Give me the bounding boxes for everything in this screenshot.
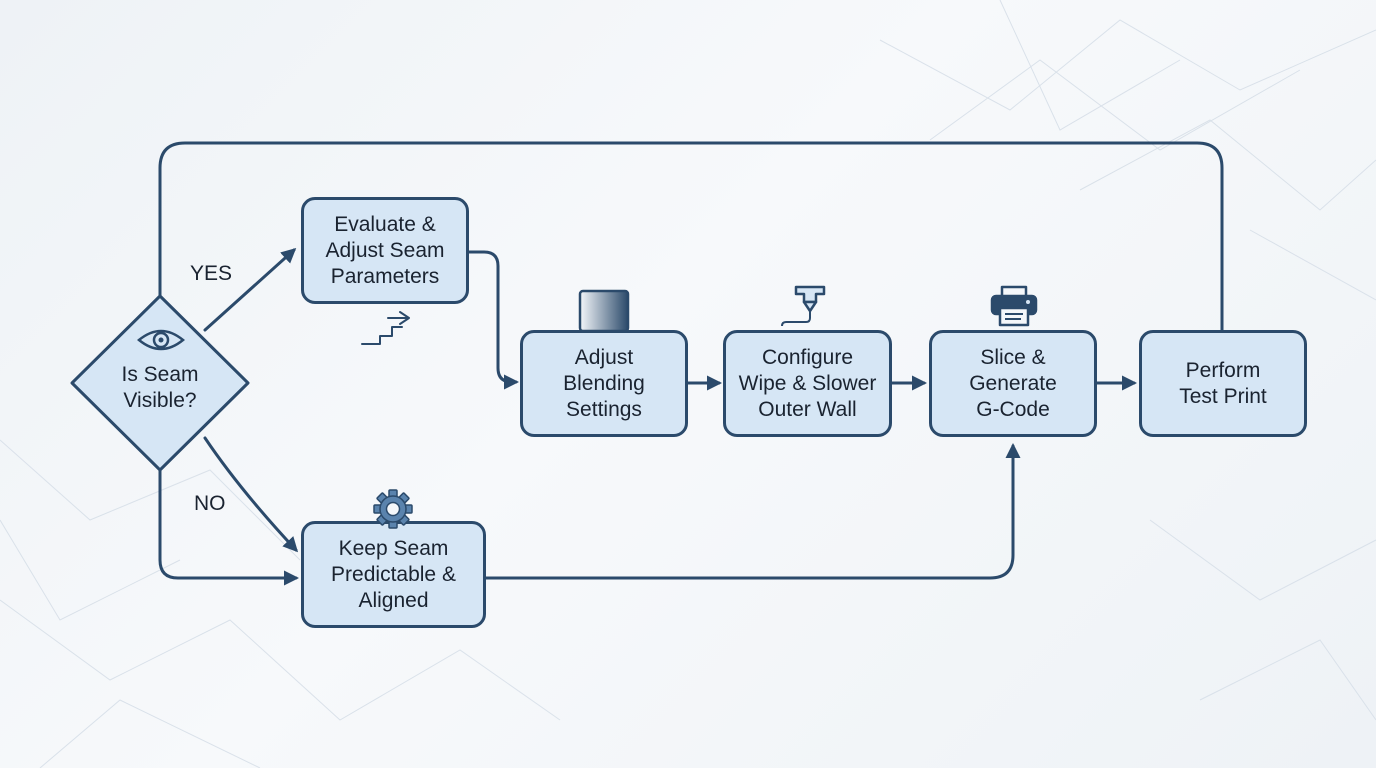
edge-decision-keep bbox=[158, 468, 299, 586]
edge-loop-back bbox=[158, 141, 1224, 334]
node-evaluate-seam-label: Evaluate & Adjust Seam Parameters bbox=[325, 212, 445, 288]
node-evaluate-seam[interactable]: Evaluate & Adjust Seam Parameters bbox=[301, 197, 469, 304]
no-label: NO bbox=[194, 492, 226, 515]
decision-diamond bbox=[70, 294, 250, 472]
node-configure-wipe-label: Configure Wipe & Slower Outer Wall bbox=[738, 345, 877, 421]
node-adjust-blending-label: Adjust Blending Settings bbox=[563, 345, 645, 421]
eye-icon bbox=[137, 329, 185, 351]
node-configure-wipe[interactable]: Configure Wipe & Slower Outer Wall bbox=[723, 330, 892, 437]
edge-no bbox=[203, 436, 299, 553]
node-slice-generate[interactable]: Slice & Generate G-Code bbox=[929, 330, 1097, 437]
stair-arrow-icon bbox=[361, 311, 410, 345]
nozzle-icon bbox=[781, 285, 826, 327]
gear-icon bbox=[373, 489, 413, 529]
yes-label: YES bbox=[190, 262, 233, 285]
edge-keep-slice bbox=[484, 443, 1021, 580]
edge-evaluate-blending bbox=[466, 250, 519, 390]
edge-yes bbox=[203, 247, 297, 332]
decision-label: Is Seam Visible? bbox=[121, 363, 199, 412]
printer-icon bbox=[990, 285, 1038, 327]
gradient-panel-icon bbox=[578, 289, 630, 333]
node-keep-seam-label: Keep Seam Predictable & Aligned bbox=[331, 536, 456, 612]
node-adjust-blending[interactable]: Adjust Blending Settings bbox=[520, 330, 688, 437]
node-test-print-label: Perform Test Print bbox=[1179, 358, 1267, 408]
node-keep-seam[interactable]: Keep Seam Predictable & Aligned bbox=[301, 521, 486, 628]
node-slice-generate-label: Slice & Generate G-Code bbox=[969, 345, 1057, 421]
node-test-print[interactable]: Perform Test Print bbox=[1139, 330, 1307, 437]
